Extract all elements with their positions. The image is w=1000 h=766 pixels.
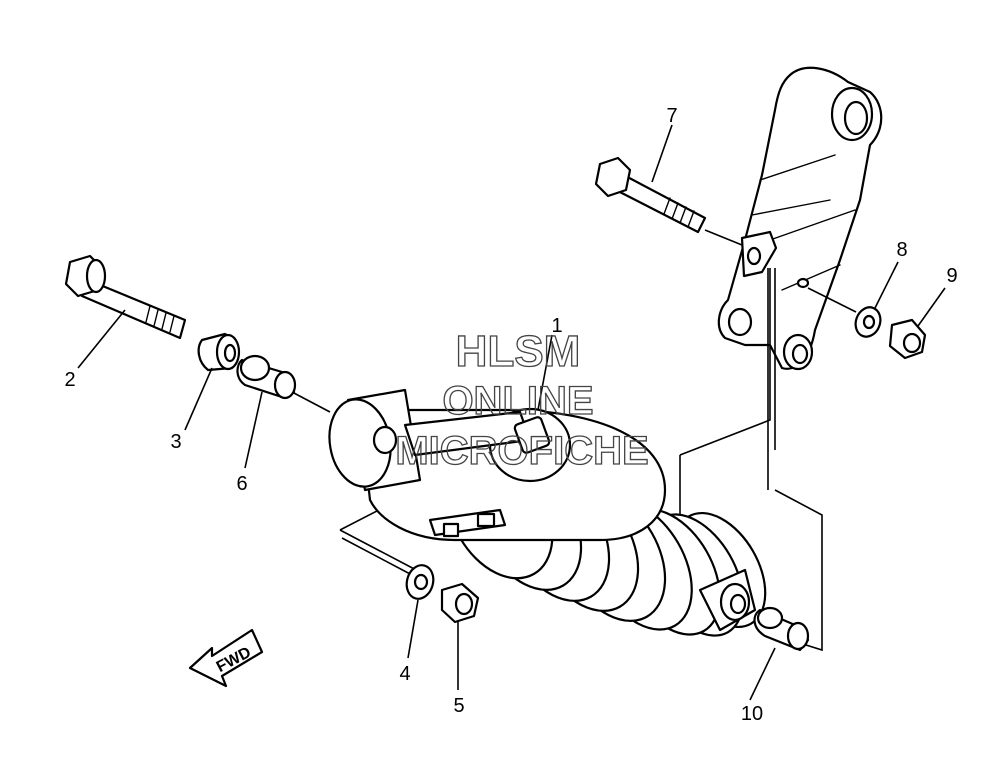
callout-2: 2 <box>64 369 75 391</box>
callout-labels: 1 2 3 4 5 6 7 8 9 10 <box>64 105 957 725</box>
fwd-arrow-icon: FWD <box>188 628 264 688</box>
watermark-line-3: MICROFICHE <box>395 429 648 473</box>
callout-7: 7 <box>666 105 677 127</box>
washer-4 <box>405 564 435 600</box>
callout-3: 3 <box>170 431 181 453</box>
callout-6: 6 <box>236 473 247 495</box>
collar-3 <box>197 332 241 372</box>
callout-8: 8 <box>896 239 907 261</box>
bolt-7 <box>594 156 707 234</box>
callout-9: 9 <box>946 265 957 287</box>
bolt-2 <box>64 254 187 340</box>
callout-10: 10 <box>741 703 763 725</box>
callout-1: 1 <box>551 315 562 337</box>
callout-5: 5 <box>453 695 464 717</box>
relay-arm <box>717 66 883 371</box>
callout-leaders <box>77 124 946 701</box>
collar-10 <box>753 606 810 652</box>
watermark: HLSM ONLINE MICROFICHE <box>395 326 650 473</box>
nut-5 <box>440 582 480 624</box>
nut-9 <box>888 318 927 360</box>
watermark-line-1: HLSM <box>456 327 581 376</box>
spacer-6 <box>236 354 297 400</box>
watermark-line-2: ONLINE <box>442 379 593 423</box>
callout-4: 4 <box>399 663 410 685</box>
washer-8 <box>854 306 882 338</box>
shock-absorber <box>328 388 767 637</box>
